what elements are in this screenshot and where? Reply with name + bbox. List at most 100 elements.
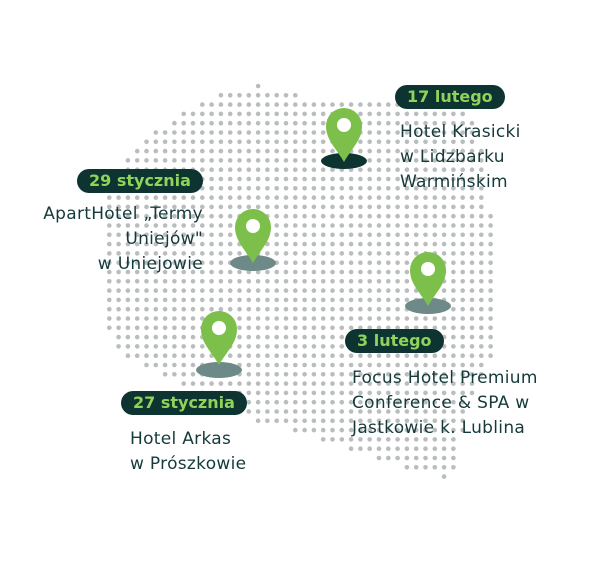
map-dot xyxy=(237,269,242,275)
map-dot xyxy=(451,260,456,266)
map-dot xyxy=(320,148,326,154)
map-dot xyxy=(227,93,233,98)
map-dot xyxy=(451,353,456,359)
map-dot xyxy=(339,427,345,433)
map-dot xyxy=(432,381,438,386)
map-dot xyxy=(218,158,224,163)
map-dot xyxy=(227,120,233,126)
map-dot xyxy=(423,130,428,135)
map-dot xyxy=(386,213,391,219)
map-dot xyxy=(423,232,428,238)
map-dot xyxy=(181,111,186,117)
map-dot xyxy=(200,148,205,154)
map-dot xyxy=(460,288,466,293)
date-badge: 17 lutego xyxy=(395,85,505,109)
map-dot xyxy=(451,176,456,182)
map-dot xyxy=(107,325,112,331)
map-dot xyxy=(265,120,270,126)
map-dot xyxy=(116,325,121,331)
map-dot xyxy=(423,381,428,386)
map-dot xyxy=(181,148,186,154)
map-dot xyxy=(479,362,484,368)
map-dot xyxy=(302,288,307,293)
map-dot xyxy=(348,390,354,396)
map-dot xyxy=(367,102,373,107)
map-dot xyxy=(451,437,456,442)
map-dot xyxy=(320,269,326,275)
map-dot xyxy=(181,334,186,340)
map-dot xyxy=(181,344,186,349)
map-dot xyxy=(200,241,205,247)
map-dot xyxy=(330,232,335,238)
map-dot xyxy=(339,204,345,210)
map-dot xyxy=(172,251,177,256)
map-dot xyxy=(265,279,270,284)
map-dot xyxy=(200,279,205,284)
map-dot xyxy=(116,297,121,303)
map-dot xyxy=(348,362,354,368)
map-dot xyxy=(293,334,298,340)
map-dot xyxy=(358,260,363,266)
map-dot xyxy=(218,251,224,256)
map-dot xyxy=(386,223,391,228)
map-pin-icon-proszkow[interactable] xyxy=(193,305,245,379)
map-dot xyxy=(395,186,400,191)
map-dot xyxy=(107,241,112,247)
map-dot xyxy=(311,148,317,154)
map-dot xyxy=(302,102,307,107)
map-dot xyxy=(227,111,233,117)
map-dot xyxy=(153,325,159,331)
map-dot xyxy=(190,241,196,247)
map-dot xyxy=(367,437,373,442)
map-dot xyxy=(339,399,345,405)
map-dot xyxy=(367,446,373,452)
map-dot xyxy=(172,213,177,219)
map-dot xyxy=(227,158,233,163)
map-dot xyxy=(283,167,289,172)
map-dot xyxy=(172,241,177,247)
map-dot xyxy=(320,195,326,200)
map-dot xyxy=(469,325,475,331)
map-dot xyxy=(376,204,382,210)
map-dot xyxy=(395,399,400,405)
map-dot xyxy=(460,241,466,247)
map-dot xyxy=(311,427,317,433)
map-dot xyxy=(395,409,400,414)
map-dot xyxy=(302,204,307,210)
map-dot xyxy=(330,288,335,293)
map-dot xyxy=(125,223,131,228)
map-dot xyxy=(413,158,419,163)
map-dot xyxy=(302,362,307,368)
map-dot xyxy=(116,232,121,238)
map-dot xyxy=(311,344,317,349)
map-dot xyxy=(404,186,410,191)
map-dot xyxy=(386,241,391,247)
map-dot xyxy=(441,409,447,414)
map-dot xyxy=(348,372,354,377)
map-dot xyxy=(265,93,270,98)
map-pin-icon-jastkow[interactable] xyxy=(402,248,454,316)
map-dot xyxy=(395,167,400,172)
map-dot xyxy=(451,204,456,210)
map-dot xyxy=(488,269,493,275)
map-dot xyxy=(134,232,140,238)
map-dot xyxy=(200,223,205,228)
map-dot xyxy=(227,223,233,228)
map-dot xyxy=(376,353,382,359)
map-dot xyxy=(376,381,382,386)
map-dot xyxy=(311,279,317,284)
map-pin-icon-uniejow[interactable] xyxy=(227,205,279,273)
map-dot xyxy=(209,269,214,275)
map-dot xyxy=(274,167,280,172)
map-dot xyxy=(311,186,317,191)
map-dot xyxy=(413,195,419,200)
map-dot xyxy=(339,223,345,228)
map-dot xyxy=(367,148,373,154)
map-dot xyxy=(190,148,196,154)
map-dot xyxy=(302,306,307,312)
map-dot xyxy=(153,279,159,284)
map-dot xyxy=(386,111,391,117)
map-pin-icon-lidzbark[interactable] xyxy=(318,104,370,172)
map-dot xyxy=(237,139,242,145)
map-dot xyxy=(190,139,196,145)
